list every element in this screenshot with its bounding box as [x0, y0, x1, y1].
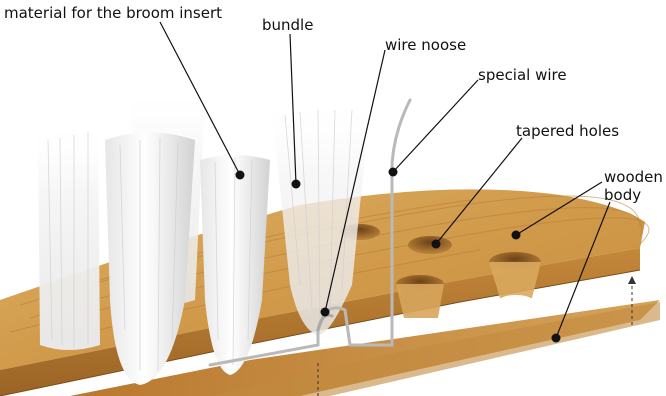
hole-opening: [500, 295, 532, 305]
label-tapered-holes: tapered holes: [516, 122, 619, 140]
tapered-hole: [408, 236, 452, 254]
label-wire-noose: wire noose: [385, 36, 466, 54]
label-material-for-broom-insert: material for the broom insert: [4, 4, 222, 22]
label-wooden-body: wooden body: [604, 168, 663, 204]
label-bundle: bundle: [262, 16, 313, 34]
arrow-heads: [628, 276, 636, 284]
bristle-bundle: [38, 125, 100, 350]
label-wooden-body-line2: body: [604, 186, 663, 204]
label-wooden-body-line1: wooden: [604, 168, 663, 186]
leader-special-wire: [393, 80, 478, 172]
tapered-hole-section: [396, 284, 444, 318]
label-special-wire: special wire: [478, 66, 567, 84]
